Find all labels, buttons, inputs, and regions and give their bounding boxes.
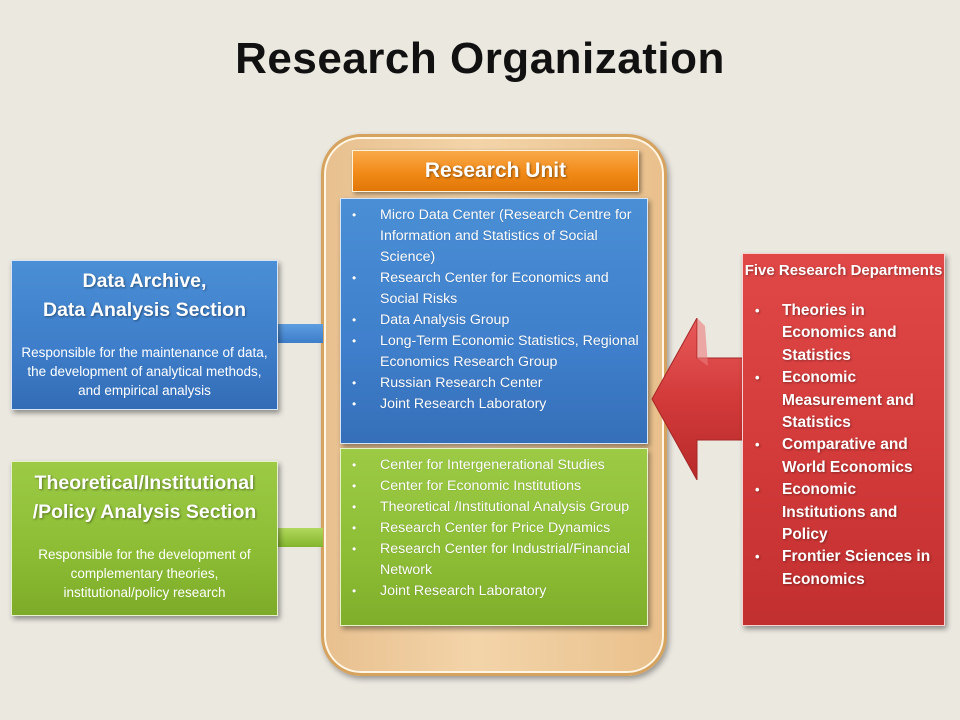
left-arrow-icon [651,318,744,480]
theoretical-heading: Theoretical/Institutional /Policy Analys… [32,472,257,523]
data-archive-connector [275,324,323,343]
list-item: •Research Center for Economics and Socia… [352,270,609,307]
five-departments-heading: Five Research Departments [744,262,943,279]
theoretical-box: Theoretical/Institutional /Policy Analys… [11,461,278,616]
research-unit-blue-list: •Micro Data Center (Research Centre for … [340,198,648,444]
list-item: •Center for Intergenerational Studies [352,457,605,473]
research-unit-green-list: •Center for Intergenerational Studies •C… [340,448,648,626]
five-departments-box: Five Research Departments •Theories in E… [742,253,945,626]
list-item: •Data Analysis Group [352,312,510,328]
list-item: •Research Center for Industrial/Financia… [352,541,630,578]
list-item: •Research Center for Price Dynamics [352,520,611,536]
list-item: •Theoretical /Institutional Analysis Gro… [352,499,630,515]
research-unit-header: Research Unit [352,150,639,192]
list-item: •Russian Research Center [352,375,543,391]
list-item: •Center for Economic Institutions [352,478,582,494]
list-item: •Economic Institutions and Policy [755,481,898,544]
list-item: •Joint Research Laboratory [352,583,547,599]
page-title: Research Organization [235,34,725,83]
list-item: •Micro Data Center (Research Centre for … [352,207,632,265]
list-item: •Economic Measurement and Statistics [755,369,914,432]
list-item: •Frontier Sciences in Economics [755,548,931,588]
list-item: •Comparative and World Economics [755,436,913,476]
list-item: •Joint Research Laboratory [352,396,547,412]
theoretical-connector [275,528,323,547]
data-archive-description: Responsible for the maintenance of data,… [21,345,268,398]
theoretical-description: Responsible for the development of compl… [38,547,251,600]
data-archive-heading: Data Archive, Data Analysis Section [42,270,247,321]
list-item: •Long-Term Economic Statistics, Regional… [352,333,639,370]
data-archive-box: Data Archive, Data Analysis Section Resp… [11,260,278,410]
list-item: •Theories in Economics and Statistics [755,302,897,364]
